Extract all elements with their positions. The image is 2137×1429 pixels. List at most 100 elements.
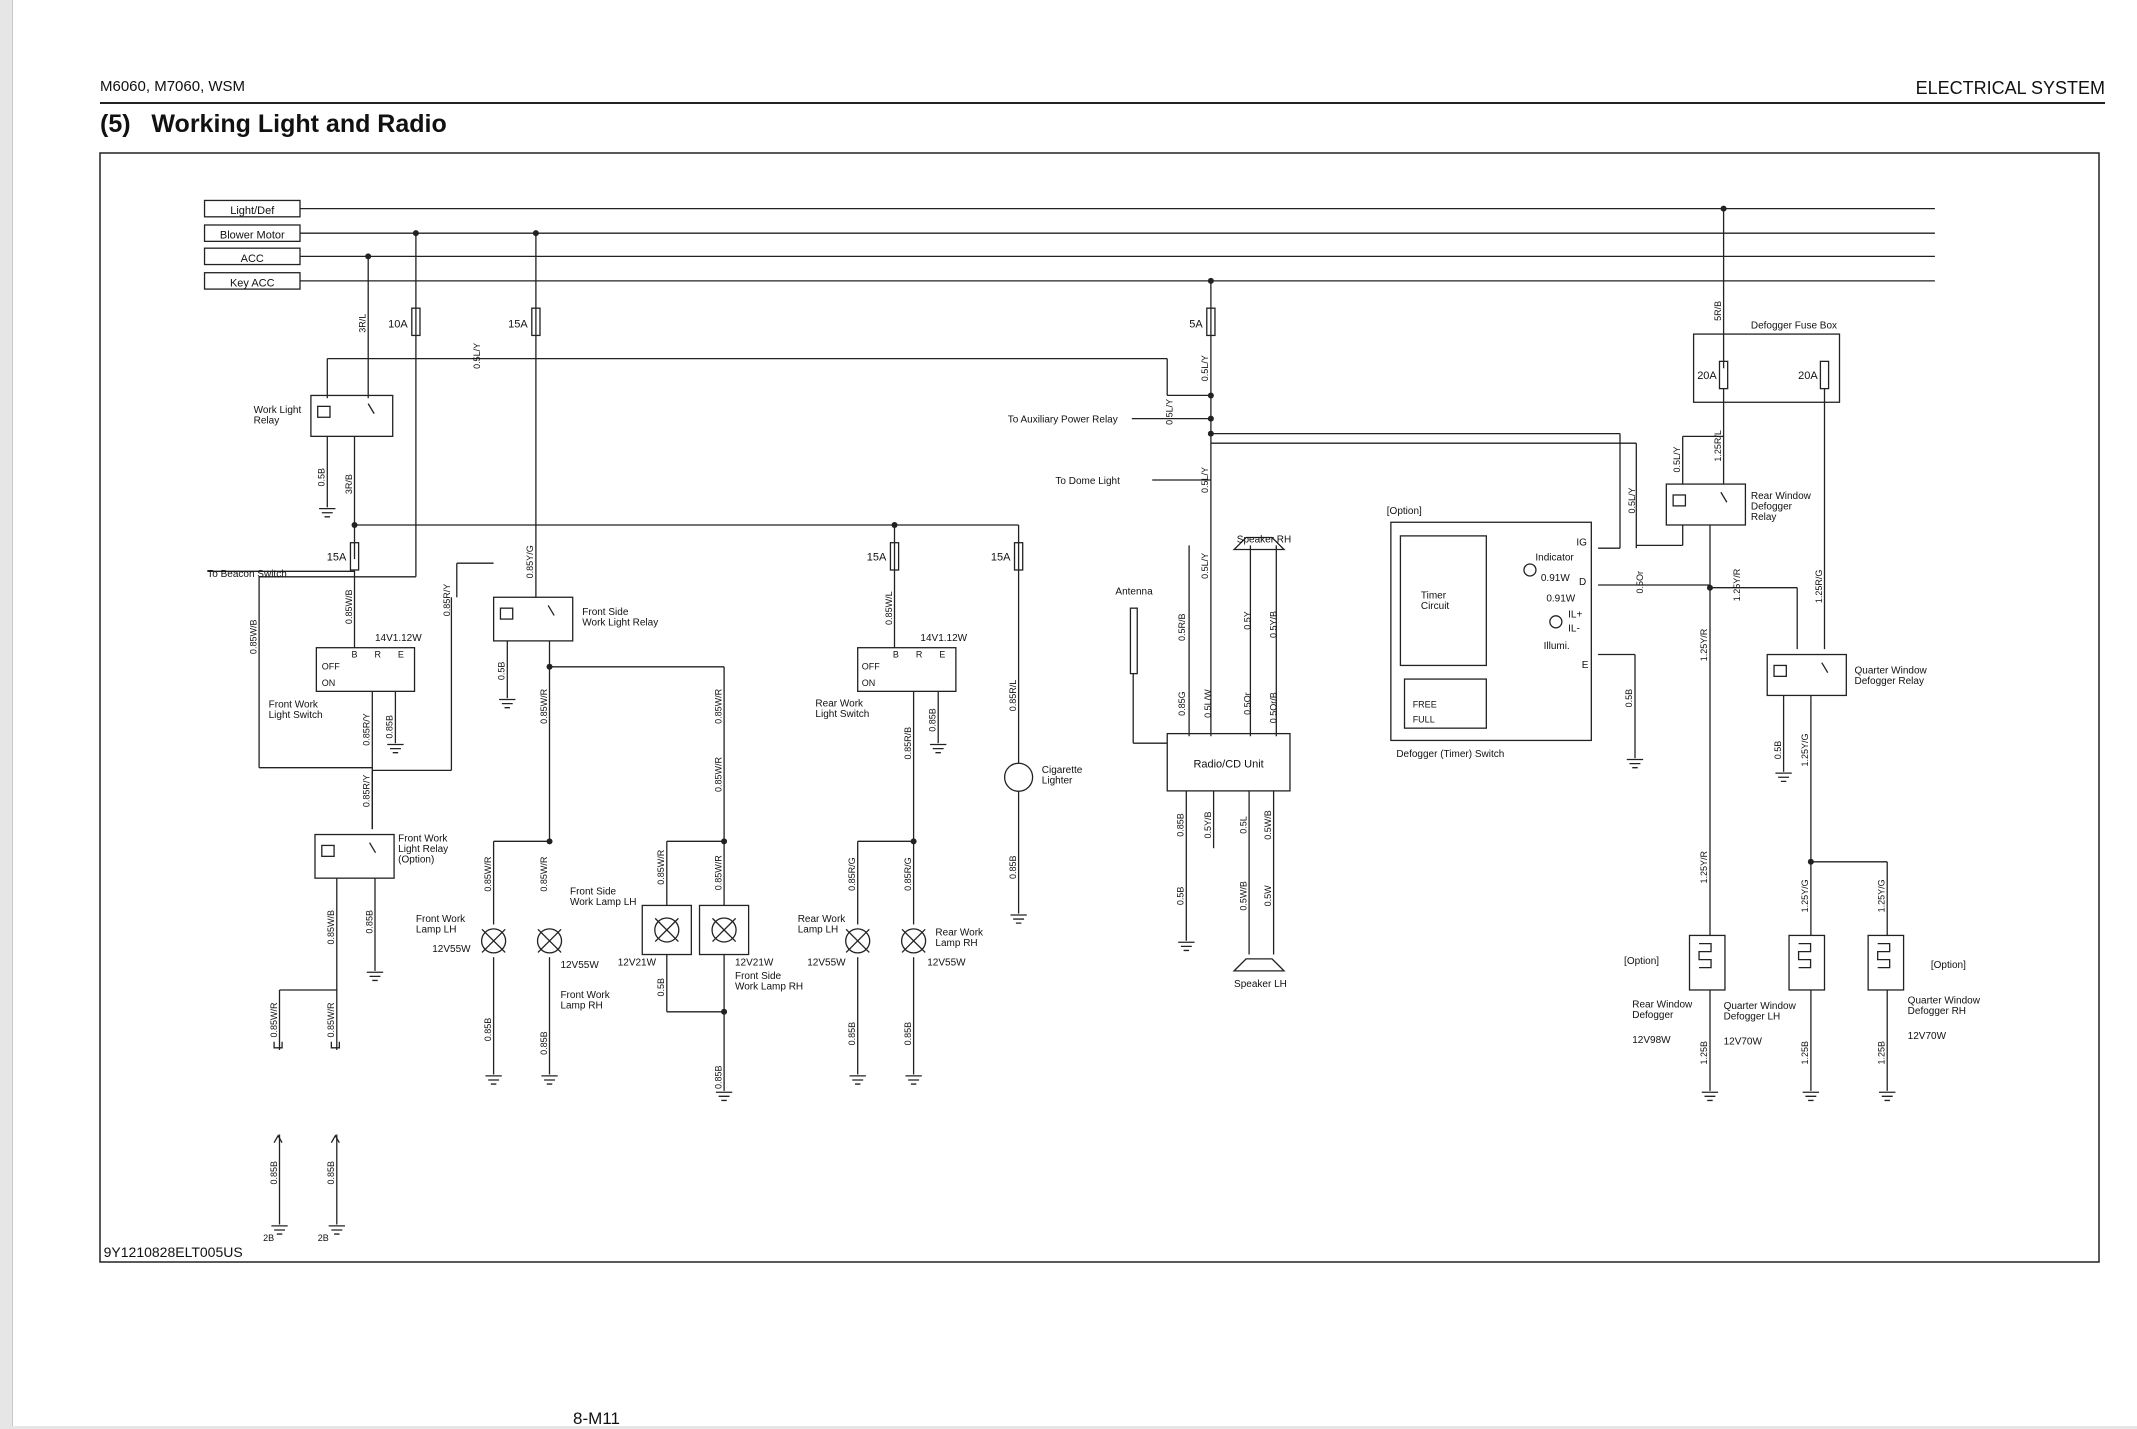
wire-label: 0.5W/B [1263, 810, 1273, 840]
rear-work-lamp-lh [845, 928, 871, 954]
junction-dot [1207, 415, 1214, 422]
front-work-light-switch [315, 647, 416, 692]
wire-label: 0.85R/Y [442, 584, 452, 617]
component-label: Radio/CD Unit [1193, 759, 1263, 771]
relay-coil [321, 844, 335, 857]
junction-dot [546, 663, 553, 670]
wire-label: 0.85B [326, 1161, 336, 1185]
component-label: 12V55W [927, 957, 966, 968]
ground-symbol [1178, 941, 1195, 952]
lamp-cross [537, 928, 562, 953]
wire-label: 0.5R/B [1177, 613, 1187, 641]
wire-label: 0.85B [927, 708, 937, 732]
component-label: R [916, 649, 923, 659]
speaker-rh [1232, 536, 1286, 551]
model-header: M6060, M7060, WSM [100, 78, 246, 95]
power-line-name: Light/Def [230, 205, 275, 217]
wire-label: 0.5L [1238, 816, 1248, 834]
wire-label: 0.85B [1008, 855, 1018, 879]
component-label: Indicator [1535, 552, 1574, 563]
component-label: 12V55W [432, 944, 471, 955]
relay-contact [367, 403, 375, 414]
relay-contact [547, 605, 555, 616]
wire-label: 1.25B [1699, 1041, 1709, 1065]
junction-dot [1720, 205, 1727, 212]
ground-symbol [319, 507, 336, 518]
junction-dot [546, 838, 553, 845]
component-label: 2B [263, 1233, 274, 1243]
relay-contact [1720, 491, 1728, 503]
component-label: Defogger (Timer) Switch [1396, 749, 1504, 760]
power-line-tag [203, 272, 301, 290]
connector [330, 1041, 341, 1049]
ground-symbol [1010, 914, 1027, 924]
component-label: Defogger Fuse Box [1751, 321, 1837, 332]
fuse-label: 10A [388, 318, 408, 330]
quarter-window-defogger-relay [1766, 653, 1847, 697]
wire-label: 1.25Y/G [1876, 879, 1886, 912]
junction-dot [1207, 392, 1214, 399]
wire-label: 0.5L/Y [1627, 487, 1637, 513]
fuse-label: 15A [867, 551, 887, 563]
manual-page: M6060, M7060, WSM ELECTRICAL SYSTEM (5) … [12, 0, 2137, 1428]
wire-label: 1.25Y/G [1800, 733, 1810, 766]
wire-label: 0.85B [364, 910, 374, 934]
diagram-code: 9Y1210828ELT005US [104, 1244, 243, 1260]
wire-label: 0.85B [713, 1065, 723, 1089]
rear-window-defogger [1688, 934, 1726, 991]
component-label: FULL [1413, 715, 1435, 725]
component-label: D [1579, 577, 1586, 588]
ground-symbol [366, 971, 384, 982]
wire-label: 0.85B [847, 1022, 857, 1046]
wire-label: 0.85B [903, 1022, 913, 1046]
power-line-name: ACC [241, 253, 264, 265]
wire-label: 0.85W/R [269, 1002, 279, 1038]
fuse [1013, 542, 1024, 571]
indicator-lamp [1523, 563, 1537, 577]
component-label: 12V70W [1908, 1031, 1947, 1042]
wire-label: 0.85B [385, 715, 395, 739]
wire-label: 0.85G [1177, 691, 1187, 716]
wire-label: 1.25Y/R [1699, 628, 1709, 661]
relay-contact [1821, 662, 1829, 674]
wire-label: 0.5Y/B [1203, 811, 1213, 838]
fuse [349, 542, 360, 571]
component-label: Antenna [1115, 587, 1153, 598]
connector [273, 1041, 283, 1049]
wire-label: 0.5Or/B [1268, 692, 1278, 723]
ground-symbol [1775, 772, 1792, 782]
ground-symbol [499, 698, 516, 709]
ground-symbol [328, 1225, 345, 1235]
component-label: ON [322, 678, 336, 688]
component-label: IG [1576, 537, 1587, 548]
component-label: IL- [1568, 623, 1580, 634]
section-header: ELECTRICAL SYSTEM [1915, 78, 2105, 98]
component-label: Speaker RH [1237, 535, 1291, 546]
component-label: 12V21W [618, 957, 657, 968]
component-label: Speaker LH [1234, 979, 1287, 990]
component-label: To Auxiliary Power Relay [1008, 415, 1118, 426]
component-label: 0.91W [1546, 593, 1575, 604]
wire-label: 0.85W/R [713, 855, 723, 891]
antenna-rod [1129, 607, 1138, 675]
wire-label: 0.5B [317, 468, 327, 487]
wire-label: 0.5L/Y [472, 343, 482, 369]
rear-work-lamp-rh [900, 928, 927, 954]
wire-label: 1.25R/L [1713, 430, 1723, 462]
lamp-cross [901, 928, 926, 953]
fuse-label: 15A [508, 318, 528, 330]
wire-label: 0.85R/Y [362, 775, 372, 808]
component-label: R [374, 649, 381, 659]
component-label: 0.91W [1541, 573, 1570, 584]
lamp-cross [845, 928, 870, 953]
junction-dot [721, 838, 728, 845]
arrow-up [330, 1134, 340, 1144]
